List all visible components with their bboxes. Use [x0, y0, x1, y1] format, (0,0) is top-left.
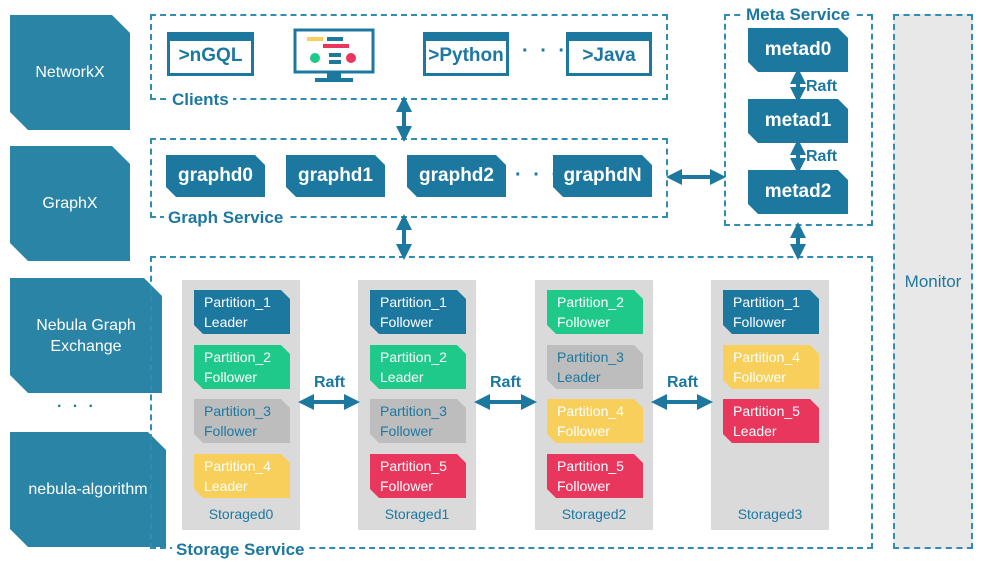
client-python: >Python	[423, 32, 509, 76]
partition-id: Partition_1	[204, 294, 271, 310]
side-tool-label: nebula-algorithm	[28, 481, 148, 498]
metad-node-label: metad1	[764, 110, 832, 131]
storaged-name: Storaged0	[208, 506, 274, 522]
partition-role: Follower	[557, 314, 610, 330]
side-tool-label: NetworkX	[35, 64, 105, 81]
storage-service-label: Storage Service	[172, 540, 309, 560]
meta-service-label: Meta Service	[742, 5, 854, 25]
side-tool-graphx: GraphX	[10, 146, 130, 261]
partition-id: Partition_2	[204, 349, 271, 365]
graphd-node-label: graphd2	[419, 165, 494, 186]
metad-node-label: metad0	[764, 39, 832, 60]
side-tool-label: Nebula Graph Exchange	[36, 316, 136, 355]
partition-role: Follower	[380, 478, 433, 494]
side-tools-ellipsis: · · ·	[57, 398, 97, 415]
partition-id: Partition_3	[380, 403, 447, 419]
partition-role: Follower	[204, 423, 257, 439]
client-java: >Java	[566, 32, 652, 76]
partition-role: Leader	[380, 369, 424, 385]
partition-role: Follower	[557, 423, 610, 439]
monitor-label: Monitor	[904, 272, 962, 291]
partition-id: Partition_4	[557, 403, 624, 419]
partition-role: Follower	[557, 478, 610, 494]
partition-id: Partition_3	[204, 403, 271, 419]
graph-service-label: Graph Service	[164, 208, 288, 228]
partition-id: Partition_1	[380, 294, 447, 310]
storage-raft-label: Raft	[490, 374, 522, 391]
storage-raft-label: Raft	[314, 374, 346, 391]
storaged-name: Storaged2	[561, 506, 627, 522]
clients-ellipsis: · · ·	[522, 40, 569, 62]
partition-id: Partition_3	[557, 349, 624, 365]
partition-role: Leader	[557, 369, 601, 385]
partition-role: Follower	[380, 314, 433, 330]
client-ngql: >nGQL	[167, 32, 254, 76]
client-java-label: >Java	[582, 45, 636, 66]
graphd-node: graphd1	[286, 155, 385, 197]
graphd-node-label: graphd0	[178, 165, 253, 186]
partition-id: Partition_5	[733, 403, 800, 419]
partition-role: Follower	[733, 314, 786, 330]
partition-id: Partition_1	[733, 294, 800, 310]
partition-id: Partition_4	[204, 458, 271, 474]
metad-node: metad1	[748, 99, 848, 143]
side-tool-networkx: NetworkX	[10, 15, 130, 130]
partition-id: Partition_2	[380, 349, 447, 365]
monitor-screen-icon	[293, 28, 375, 84]
partition-id: Partition_2	[557, 294, 624, 310]
storage-raft-label: Raft	[667, 374, 699, 391]
metad-node: metad2	[748, 170, 848, 214]
side-tool-algorithm: nebula-algorithm	[10, 432, 166, 547]
partition-role: Leader	[733, 423, 777, 439]
client-python-label: >Python	[428, 45, 504, 66]
side-tool-exchange: Nebula Graph Exchange	[10, 278, 162, 393]
partition-role: Follower	[380, 423, 433, 439]
graphd-node: graphd2	[407, 155, 506, 197]
metad-node: metad0	[748, 28, 848, 72]
meta-raft-label: Raft	[806, 78, 838, 95]
partition-role: Follower	[733, 369, 786, 385]
clients-label: Clients	[168, 90, 233, 110]
partition-id: Partition_4	[733, 349, 800, 365]
graphd-node-label: graphd1	[298, 165, 373, 186]
partition-role: Follower	[204, 369, 257, 385]
partition-id: Partition_5	[557, 458, 624, 474]
storaged-name: Storaged3	[737, 506, 803, 522]
partition-id: Partition_5	[380, 458, 447, 474]
storaged-name: Storaged1	[384, 506, 450, 522]
graphd-node: graphd0	[166, 155, 265, 197]
graphd-node: graphdN	[553, 155, 652, 197]
partition-role: Leader	[204, 314, 248, 330]
side-tool-label: GraphX	[42, 195, 98, 212]
client-ngql-label: >nGQL	[178, 45, 243, 66]
graphd-node-label: graphdN	[563, 165, 642, 186]
monitor-panel	[893, 14, 973, 549]
graph-ellipsis: · · ·	[515, 164, 562, 186]
storage-service-frame	[150, 256, 873, 549]
partition-role: Leader	[204, 478, 248, 494]
metad-node-label: metad2	[764, 181, 832, 202]
meta-raft-label: Raft	[806, 148, 838, 165]
